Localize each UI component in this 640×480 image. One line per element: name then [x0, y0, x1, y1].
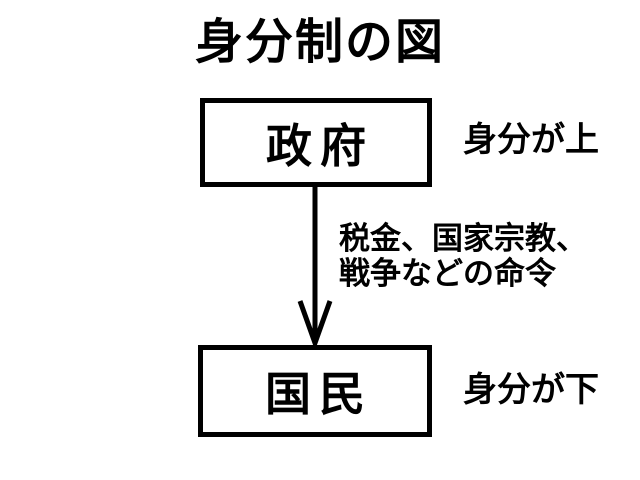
status-lower-label: 身分が下 — [463, 371, 599, 409]
diagram-title: 身分制の図 — [194, 16, 445, 69]
arrow-label-line1: 税金、国家宗教、 — [339, 221, 587, 256]
status-upper-label: 身分が上 — [463, 121, 599, 159]
arrow-label-line2: 戦争などの命令 — [339, 256, 556, 291]
down-arrow-icon — [297, 185, 333, 347]
node-citizens-box: 国民 — [198, 345, 432, 437]
node-government-box: 政府 — [200, 98, 432, 187]
arrow-label: 税金、国家宗教、 戦争などの命令 — [339, 221, 587, 291]
node-government-label: 政府 — [266, 119, 374, 172]
node-citizens-label: 国民 — [265, 368, 373, 420]
